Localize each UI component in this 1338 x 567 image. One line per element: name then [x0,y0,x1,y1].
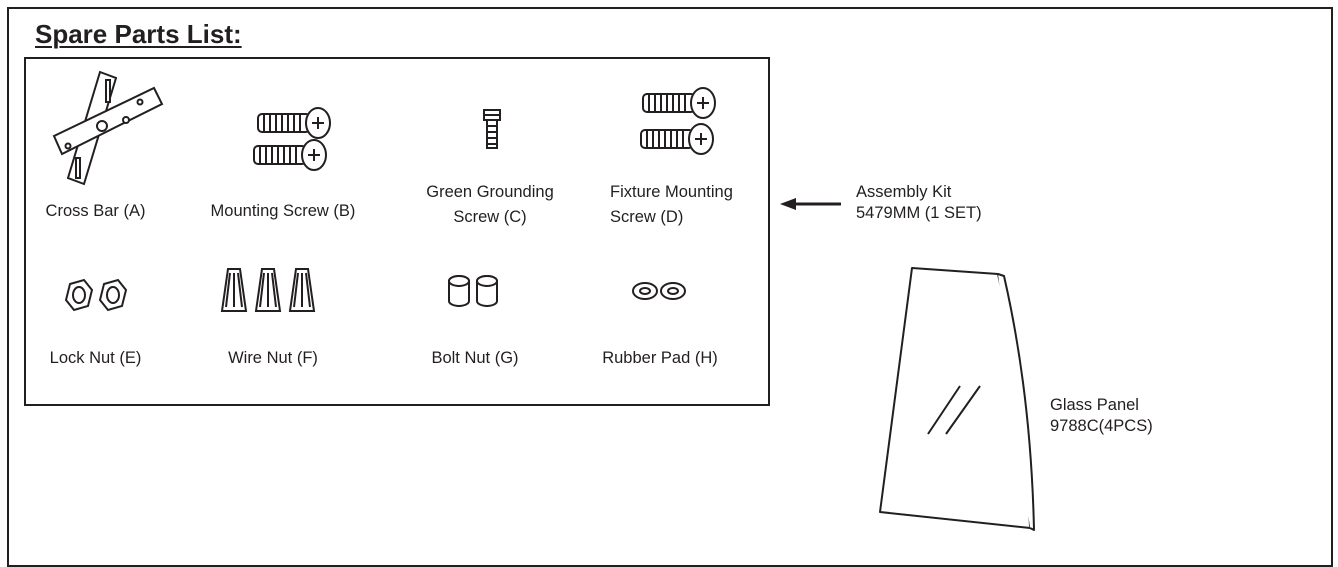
rubber-pad-icon [632,282,686,300]
lock-nut-label: Lock Nut (E) [49,349,142,367]
bolt-nut-label: Bolt Nut (G) [431,349,519,367]
fixture-screw-label-2: Screw (D) [610,208,684,226]
mounting-screw-icon [253,107,331,171]
wire-nut-label: Wire Nut (F) [228,349,318,367]
mounting-screw-label: Mounting Screw (B) [210,202,356,220]
rubber-pad-label: Rubber Pad (H) [602,349,718,367]
glass-panel-label-1: Glass Panel [1050,396,1139,414]
bolt-nut-icon [448,275,498,307]
assembly-kit-label-1: Assembly Kit [856,183,952,201]
assembly-kit-label-2: 5479MM (1 SET) [856,204,982,222]
wire-nut-icon [220,268,316,312]
lock-nut-icon [64,278,128,312]
glass-panel-icon [879,267,1035,531]
arrow-left-icon [780,198,841,210]
grounding-screw-icon [483,109,501,149]
grounding-screw-label-2: Screw (C) [453,208,527,226]
fixture-screw-label-1: Fixture Mounting [610,183,733,201]
assembly-kit-box [24,57,770,406]
grounding-screw-label-1: Green Grounding [426,183,554,201]
cross-bar-label: Cross Bar (A) [45,202,146,220]
cross-bar-icon [52,70,164,186]
page-title: Spare Parts List: [35,19,242,49]
fixture-screw-icon [640,87,716,155]
glass-panel-label-2: 9788C(4PCS) [1050,417,1153,435]
